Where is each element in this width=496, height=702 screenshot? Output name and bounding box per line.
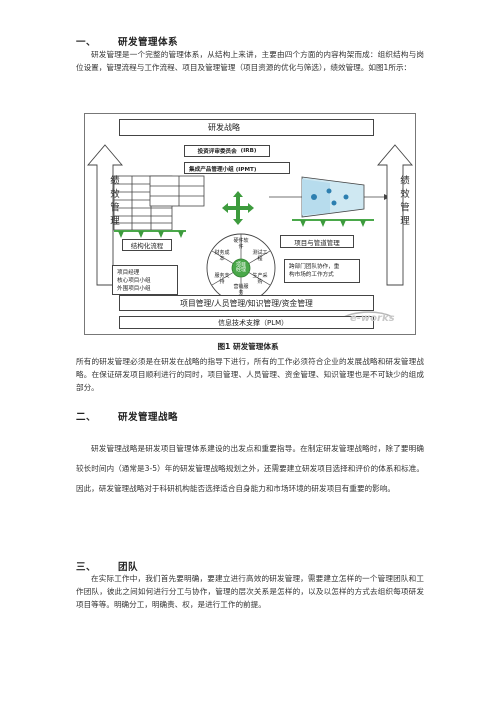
function-wheel: [206, 233, 276, 303]
wheel-item: 财务成本: [214, 250, 230, 262]
right-side-label: 绩效管理: [398, 175, 409, 229]
cross-arrows-icon: [222, 191, 254, 225]
collab-note-line: 跨部门团队协作，重: [289, 264, 340, 270]
figure-graphics: [87, 144, 413, 321]
collab-note-box: 跨部门团队协作，重 构市场的工作方式: [284, 259, 360, 283]
section-title: 团队: [118, 562, 139, 573]
irb-label: 投资评审委员会: [197, 149, 237, 155]
figure-followup-paragraph: 所有的研发管理必须是在研发在战略的指导下进行，所有的工作必须符合企业的发展战略和…: [76, 357, 424, 392]
collab-note-line: 构市场的工作方式: [289, 272, 334, 278]
team-note-line: 核心项目小组: [117, 278, 151, 284]
team-note-line: 项目经理: [117, 270, 140, 276]
section-heading-3: 三、 团队: [76, 559, 138, 573]
team-note-box: 项目经理 核心项目小组 外围项目小组: [112, 265, 178, 295]
pipeline-funnel: [269, 176, 390, 218]
right-perf-arrow: [377, 144, 413, 286]
ipmt-box: 集成产品管理小组 (IPMT): [184, 162, 290, 174]
section-number: 二、: [76, 412, 97, 423]
process-grid: [113, 175, 205, 231]
section-title: 研发管理体系: [118, 37, 179, 48]
section-paragraph-3: 在实际工作中，我们首先要明确，要建立进行高效的研发管理，需要建立怎样的一个管理团…: [76, 574, 424, 609]
it-support-bar: 信息技术支撑（PLM）: [119, 316, 374, 329]
wheel-center-label: 项目经理: [235, 262, 246, 273]
rd-management-figure: 研发战略 投资评审委员会 (IRB) 集成产品管理小组 (IPMT): [84, 113, 416, 335]
section-title: 研发管理战略: [118, 412, 179, 423]
structured-process-box: 结构化流程: [122, 239, 172, 251]
ipmt-label: 集成产品管理小组: [189, 167, 234, 173]
section-number: 三、: [76, 562, 97, 573]
watermark-logo: e-works: [350, 313, 395, 324]
wheel-item: 服务支持: [214, 273, 230, 285]
ipmt-abbr: (IPMT): [235, 167, 257, 173]
pipeline-arrows: [300, 220, 366, 227]
section-heading-1: 一、 研发管理体系: [76, 34, 178, 48]
management-bar: 项目管理/人员管理/知识管理/资金管理: [119, 295, 374, 311]
strategy-bar: 研发战略: [119, 119, 374, 136]
left-side-label: 绩效管理: [108, 175, 119, 229]
section-heading-2: 二、 研发管理战略: [76, 409, 178, 423]
section-paragraph-1: 研发管理是一个完整的管理体系，从结构上来讲，主要由四个方面的内容构架而成：组织结…: [76, 50, 424, 72]
team-note-line: 外围项目小组: [117, 286, 151, 292]
project-pipeline-box: 项目与管道管理: [280, 235, 354, 248]
wheel-item: 营销服务: [233, 284, 249, 296]
irb-box: 投资评审委员会 (IRB): [184, 145, 270, 157]
process-arrows: [118, 231, 184, 238]
section-paragraph-2: 研发管理战略是研发项目管理体系建设的出发点和重要指导。在制定研发管理战略时，除了…: [76, 444, 424, 493]
section-number: 一、: [76, 37, 97, 48]
wheel-item: 硬件软件: [233, 238, 249, 250]
wheel-item: 测试工程: [252, 250, 268, 262]
wheel-item: 生产采购: [252, 273, 268, 285]
figure-caption: 图1 研发管理体系: [217, 342, 279, 351]
left-perf-arrow: [87, 144, 123, 286]
irb-abbr: (IRB): [240, 148, 257, 154]
